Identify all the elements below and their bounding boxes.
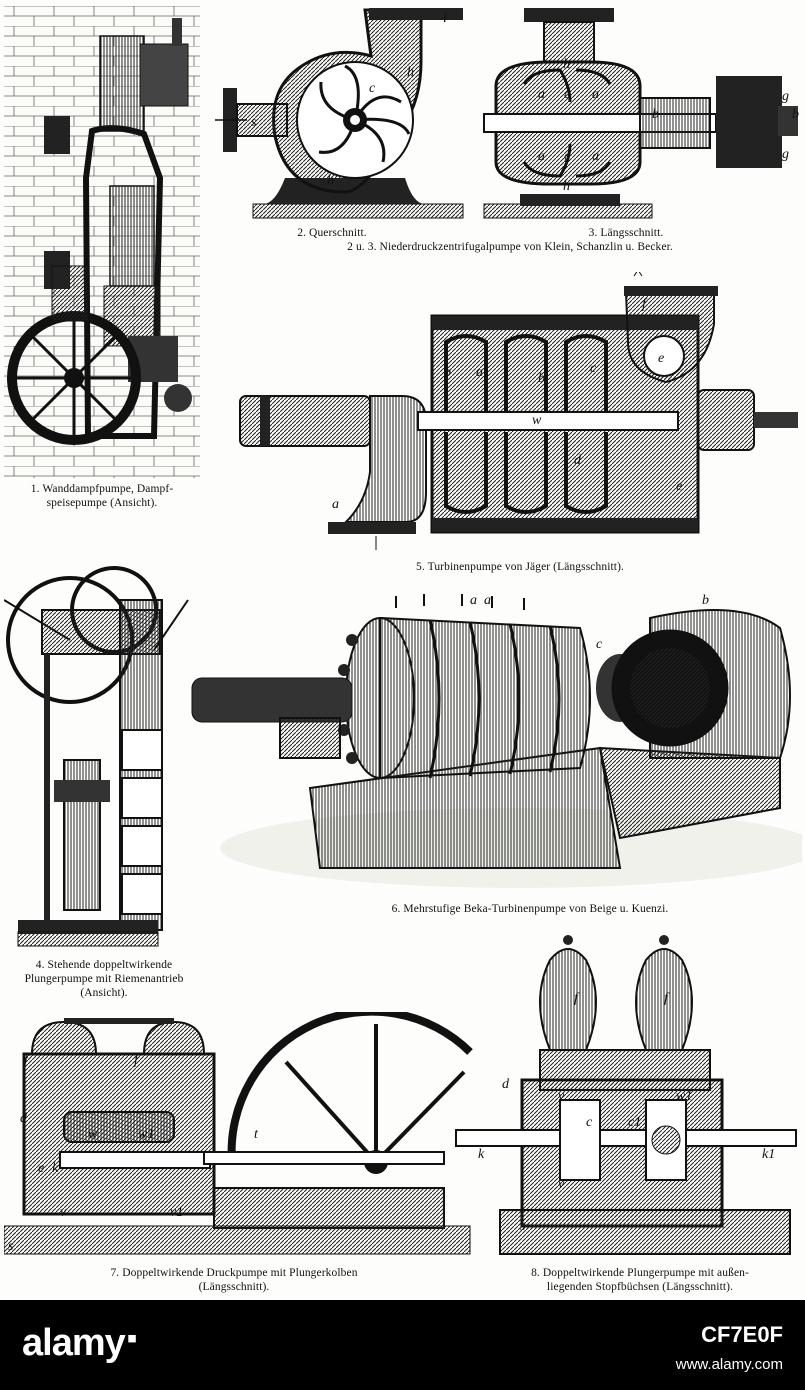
figure-6-multistage-turbine-pump: a a b c bbox=[180, 588, 802, 896]
label-k1: k1 bbox=[762, 1147, 775, 1162]
label-h: h bbox=[563, 57, 570, 72]
label-v: v bbox=[558, 1177, 565, 1192]
alamy-logo-mark-icon: ▪ bbox=[126, 1322, 138, 1355]
figure-4-caption: 4. Stehende doppeltwirkende Plungerpumpe… bbox=[4, 958, 204, 1000]
label-e: e bbox=[38, 1161, 44, 1176]
label-c: c bbox=[369, 81, 376, 96]
turbine-pump-drawing: f e b a b c w d e a bbox=[239, 272, 798, 550]
stock-watermark-bar: alamy▪ CF7E0F www.alamy.com bbox=[0, 1300, 805, 1390]
figure-3-caption: 3. Längsschnitt. bbox=[566, 226, 686, 240]
label-h: h bbox=[563, 179, 570, 194]
label-k: k bbox=[478, 1147, 485, 1162]
label-a: a bbox=[484, 593, 491, 608]
label-f: f bbox=[642, 297, 648, 312]
figure-5-turbine-pump: f e b a b c w d e a bbox=[236, 272, 802, 554]
label-s: s bbox=[251, 115, 257, 130]
wall-steam-pump-drawing bbox=[4, 6, 200, 478]
label-f: f bbox=[574, 991, 580, 1006]
label-b: b bbox=[444, 365, 451, 380]
figure-3-caption-line: 3. Längsschnitt. bbox=[588, 227, 664, 239]
label-a: a bbox=[476, 365, 483, 380]
image-id: CF7E0F bbox=[701, 1322, 783, 1347]
label-g: g bbox=[782, 89, 789, 104]
label-a: a bbox=[592, 149, 599, 164]
label-s: s bbox=[520, 1219, 526, 1234]
label-w: w bbox=[88, 1127, 98, 1142]
figure-6-caption-line: 6. Mehrstufige Beka-Turbinenpumpe von Be… bbox=[391, 903, 669, 915]
label-t: t bbox=[254, 1127, 259, 1142]
label-c: c bbox=[590, 361, 597, 376]
figure-4-caption-line: Plungerpumpe mit Riemenantrieb bbox=[24, 973, 184, 985]
label-c: c bbox=[564, 87, 571, 102]
label-e: e bbox=[676, 479, 682, 494]
label-a: a bbox=[470, 593, 477, 608]
figure-2-3-caption-line: 2 u. 3. Niederdruckzentrifugalpumpe von … bbox=[347, 241, 673, 253]
alamy-logo-text: alamy bbox=[22, 1322, 126, 1364]
label-k: k bbox=[52, 1161, 59, 1176]
double-acting-pressure-pump-drawing: f f d w w1 e k t v v1 s bbox=[4, 1012, 473, 1255]
vertical-plunger-pump-drawing bbox=[4, 566, 189, 947]
label-v1: v1 bbox=[170, 1205, 183, 1220]
label-i: i bbox=[443, 11, 447, 26]
figure-5-caption: 5. Turbinenpumpe von Jäger (Längsschnitt… bbox=[340, 560, 700, 574]
figure-2-caption-line: 2. Querschnitt. bbox=[297, 227, 367, 239]
label-d: d bbox=[20, 1111, 28, 1126]
site-url: www.alamy.com bbox=[675, 1356, 783, 1373]
label-f: f bbox=[24, 1053, 30, 1068]
figure-8-plunger-pump-external-glands: f f d v w1 c c1 k k1 v s bbox=[450, 930, 800, 1264]
label-b: b bbox=[538, 371, 545, 386]
figure-7-caption-line: (Längsschnitt). bbox=[198, 1281, 270, 1293]
figure-1-caption-line: 1. Wanddampfpumpe, Dampf- bbox=[30, 483, 174, 495]
engraving-plate: 1. Wanddampfpumpe, Dampf- speisepumpe (A… bbox=[4, 6, 802, 1294]
label-w1: w1 bbox=[138, 1127, 154, 1142]
label-a: a bbox=[592, 87, 599, 102]
label-w1: w1 bbox=[676, 1089, 692, 1104]
longitudinal-section-drawing: h a c a b g b g a c a h bbox=[483, 8, 799, 219]
label-h: h bbox=[407, 65, 414, 80]
label-v: v bbox=[60, 1205, 67, 1220]
figure-1-caption-line: speisepumpe (Ansicht). bbox=[46, 497, 158, 509]
label-s: s bbox=[8, 1239, 14, 1254]
label-a: a bbox=[538, 87, 545, 102]
label-g: g bbox=[782, 147, 789, 162]
multistage-turbine-pump-drawing: a a b c bbox=[191, 593, 802, 888]
label-h: h bbox=[327, 173, 334, 188]
label-c: c bbox=[564, 149, 571, 164]
figure-4-caption-line: 4. Stehende doppeltwirkende bbox=[35, 959, 173, 971]
label-w: w bbox=[532, 413, 542, 428]
figure-7-double-acting-pressure-pump: f f d w w1 e k t v v1 s bbox=[4, 1012, 474, 1264]
label-d: d bbox=[574, 453, 582, 468]
figure-4-vertical-plunger-pump bbox=[4, 560, 200, 952]
label-e: e bbox=[658, 351, 664, 366]
label-c: c bbox=[596, 637, 603, 652]
figure-2-caption: 2. Querschnitt. bbox=[272, 226, 392, 240]
figure-7-caption-line: 7. Doppeltwirkende Druckpumpe mit Plunge… bbox=[110, 1267, 358, 1279]
figure-6-caption: 6. Mehrstufige Beka-Turbinenpumpe von Be… bbox=[330, 902, 730, 916]
cross-section-drawing: i h c s h bbox=[215, 8, 464, 219]
label-a: a bbox=[538, 149, 545, 164]
figure-8-caption-line: 8. Doppeltwirkende Plungerpumpe mit auße… bbox=[531, 1267, 749, 1279]
label-f: f bbox=[134, 1053, 140, 1068]
label-v: v bbox=[558, 1089, 565, 1104]
label-c: c bbox=[586, 1115, 593, 1130]
figure-8-caption-line: liegenden Stopfbüchsen (Längsschnitt). bbox=[546, 1281, 734, 1293]
figure-5-caption-line: 5. Turbinenpumpe von Jäger (Längsschnitt… bbox=[416, 561, 624, 573]
plunger-pump-external-glands-drawing: f f d v w1 c c1 k k1 v s bbox=[455, 935, 797, 1255]
label-d: d bbox=[502, 1077, 510, 1092]
label-c1: c1 bbox=[628, 1115, 641, 1130]
figure-2-cross-section: i h c s h bbox=[215, 6, 465, 224]
figure-7-caption: 7. Doppeltwirkende Druckpumpe mit Plunge… bbox=[64, 1266, 404, 1294]
figure-8-caption: 8. Doppeltwirkende Plungerpumpe mit auße… bbox=[480, 1266, 800, 1294]
alamy-logo: alamy▪ bbox=[22, 1322, 138, 1365]
figure-1-caption: 1. Wanddampfpumpe, Dampf- speisepumpe (A… bbox=[4, 482, 200, 510]
label-b: b bbox=[792, 107, 799, 122]
figure-2-3-caption: 2 u. 3. Niederdruckzentrifugalpumpe von … bbox=[240, 240, 780, 254]
figure-3-longitudinal-section: h a c a b g b g a c a h bbox=[480, 6, 802, 224]
label-b: b bbox=[652, 107, 659, 122]
label-f: f bbox=[664, 991, 670, 1006]
figure-4-caption-line: (Ansicht). bbox=[80, 987, 128, 999]
figure-1-wall-steam-pump bbox=[4, 6, 200, 478]
label-a: a bbox=[332, 497, 339, 512]
label-b: b bbox=[702, 593, 709, 608]
